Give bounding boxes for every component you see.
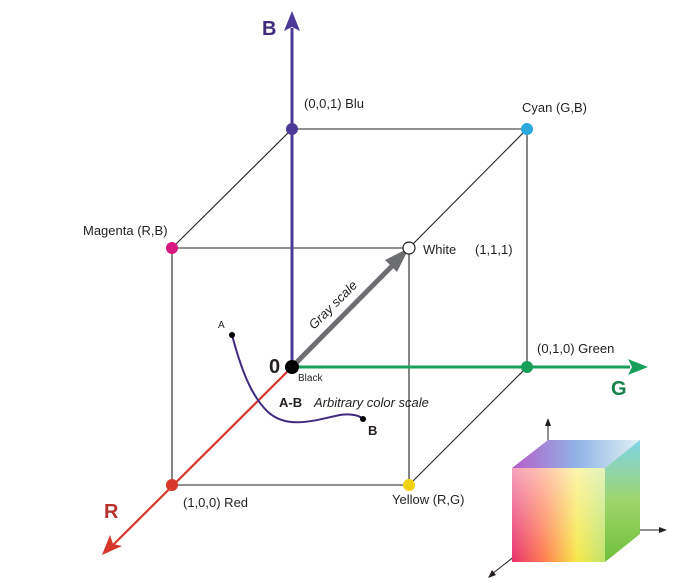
g-axis-arrowhead	[628, 359, 648, 375]
b-axis-arrowhead	[284, 11, 300, 31]
edge-cyan-white	[408, 128, 528, 249]
arbitrary-caption-prefix: A-B	[279, 395, 302, 410]
g-axis-label: G	[611, 378, 627, 400]
white-vertex-dot	[402, 241, 416, 255]
yellow-vertex-label: Yellow (R,G)	[392, 492, 464, 507]
point-a-label: A	[218, 320, 225, 331]
red-vertex-dot	[166, 479, 178, 491]
arbitrary-color-curve	[231, 334, 364, 424]
blue-vertex-dot	[286, 123, 298, 135]
point-b-label: B	[368, 423, 377, 438]
mini-front-face-shade	[512, 468, 605, 562]
magenta-vertex-label: Magenta (R,B)	[83, 223, 168, 238]
gray-scale-arrowhead	[385, 248, 409, 272]
edge-blue-magenta	[171, 128, 293, 249]
edge-green-yellow	[408, 366, 528, 486]
b-axis-label: B	[262, 18, 276, 40]
blue-vertex-label: (0,0,1) Blu	[304, 96, 364, 111]
mini-side-face	[605, 440, 640, 562]
point-a-dot	[229, 332, 235, 338]
origin-label: 0	[269, 356, 280, 378]
cyan-vertex-label: Cyan (G,B)	[522, 100, 587, 115]
white-vertex-coords: (1,1,1)	[475, 242, 513, 257]
cube-edges	[171, 128, 528, 486]
cyan-vertex-dot	[521, 123, 533, 135]
mini-top-face	[512, 440, 640, 468]
r-axis-label: R	[104, 501, 119, 523]
mini-horizontal-arrowhead	[659, 527, 667, 533]
r-axis	[112, 366, 293, 546]
black-vertex-label: Black	[298, 373, 323, 384]
mini-diagonal-arrowhead	[488, 570, 496, 578]
mini-vertical-arrowhead	[545, 418, 551, 426]
r-axis-arrowhead	[102, 535, 122, 555]
green-vertex-dot	[521, 361, 533, 373]
black-vertex-dot	[285, 360, 299, 374]
gray-scale-arrow	[290, 260, 398, 369]
magenta-vertex-dot	[166, 242, 178, 254]
mini-rgb-cube	[488, 418, 667, 578]
white-vertex-label: White	[423, 242, 456, 257]
yellow-vertex-dot	[403, 479, 415, 491]
green-vertex-label: (0,1,0) Green	[537, 341, 614, 356]
red-vertex-label: (1,0,0) Red	[183, 495, 248, 510]
arbitrary-caption: Arbitrary color scale	[313, 395, 429, 410]
point-b-dot	[360, 416, 366, 422]
